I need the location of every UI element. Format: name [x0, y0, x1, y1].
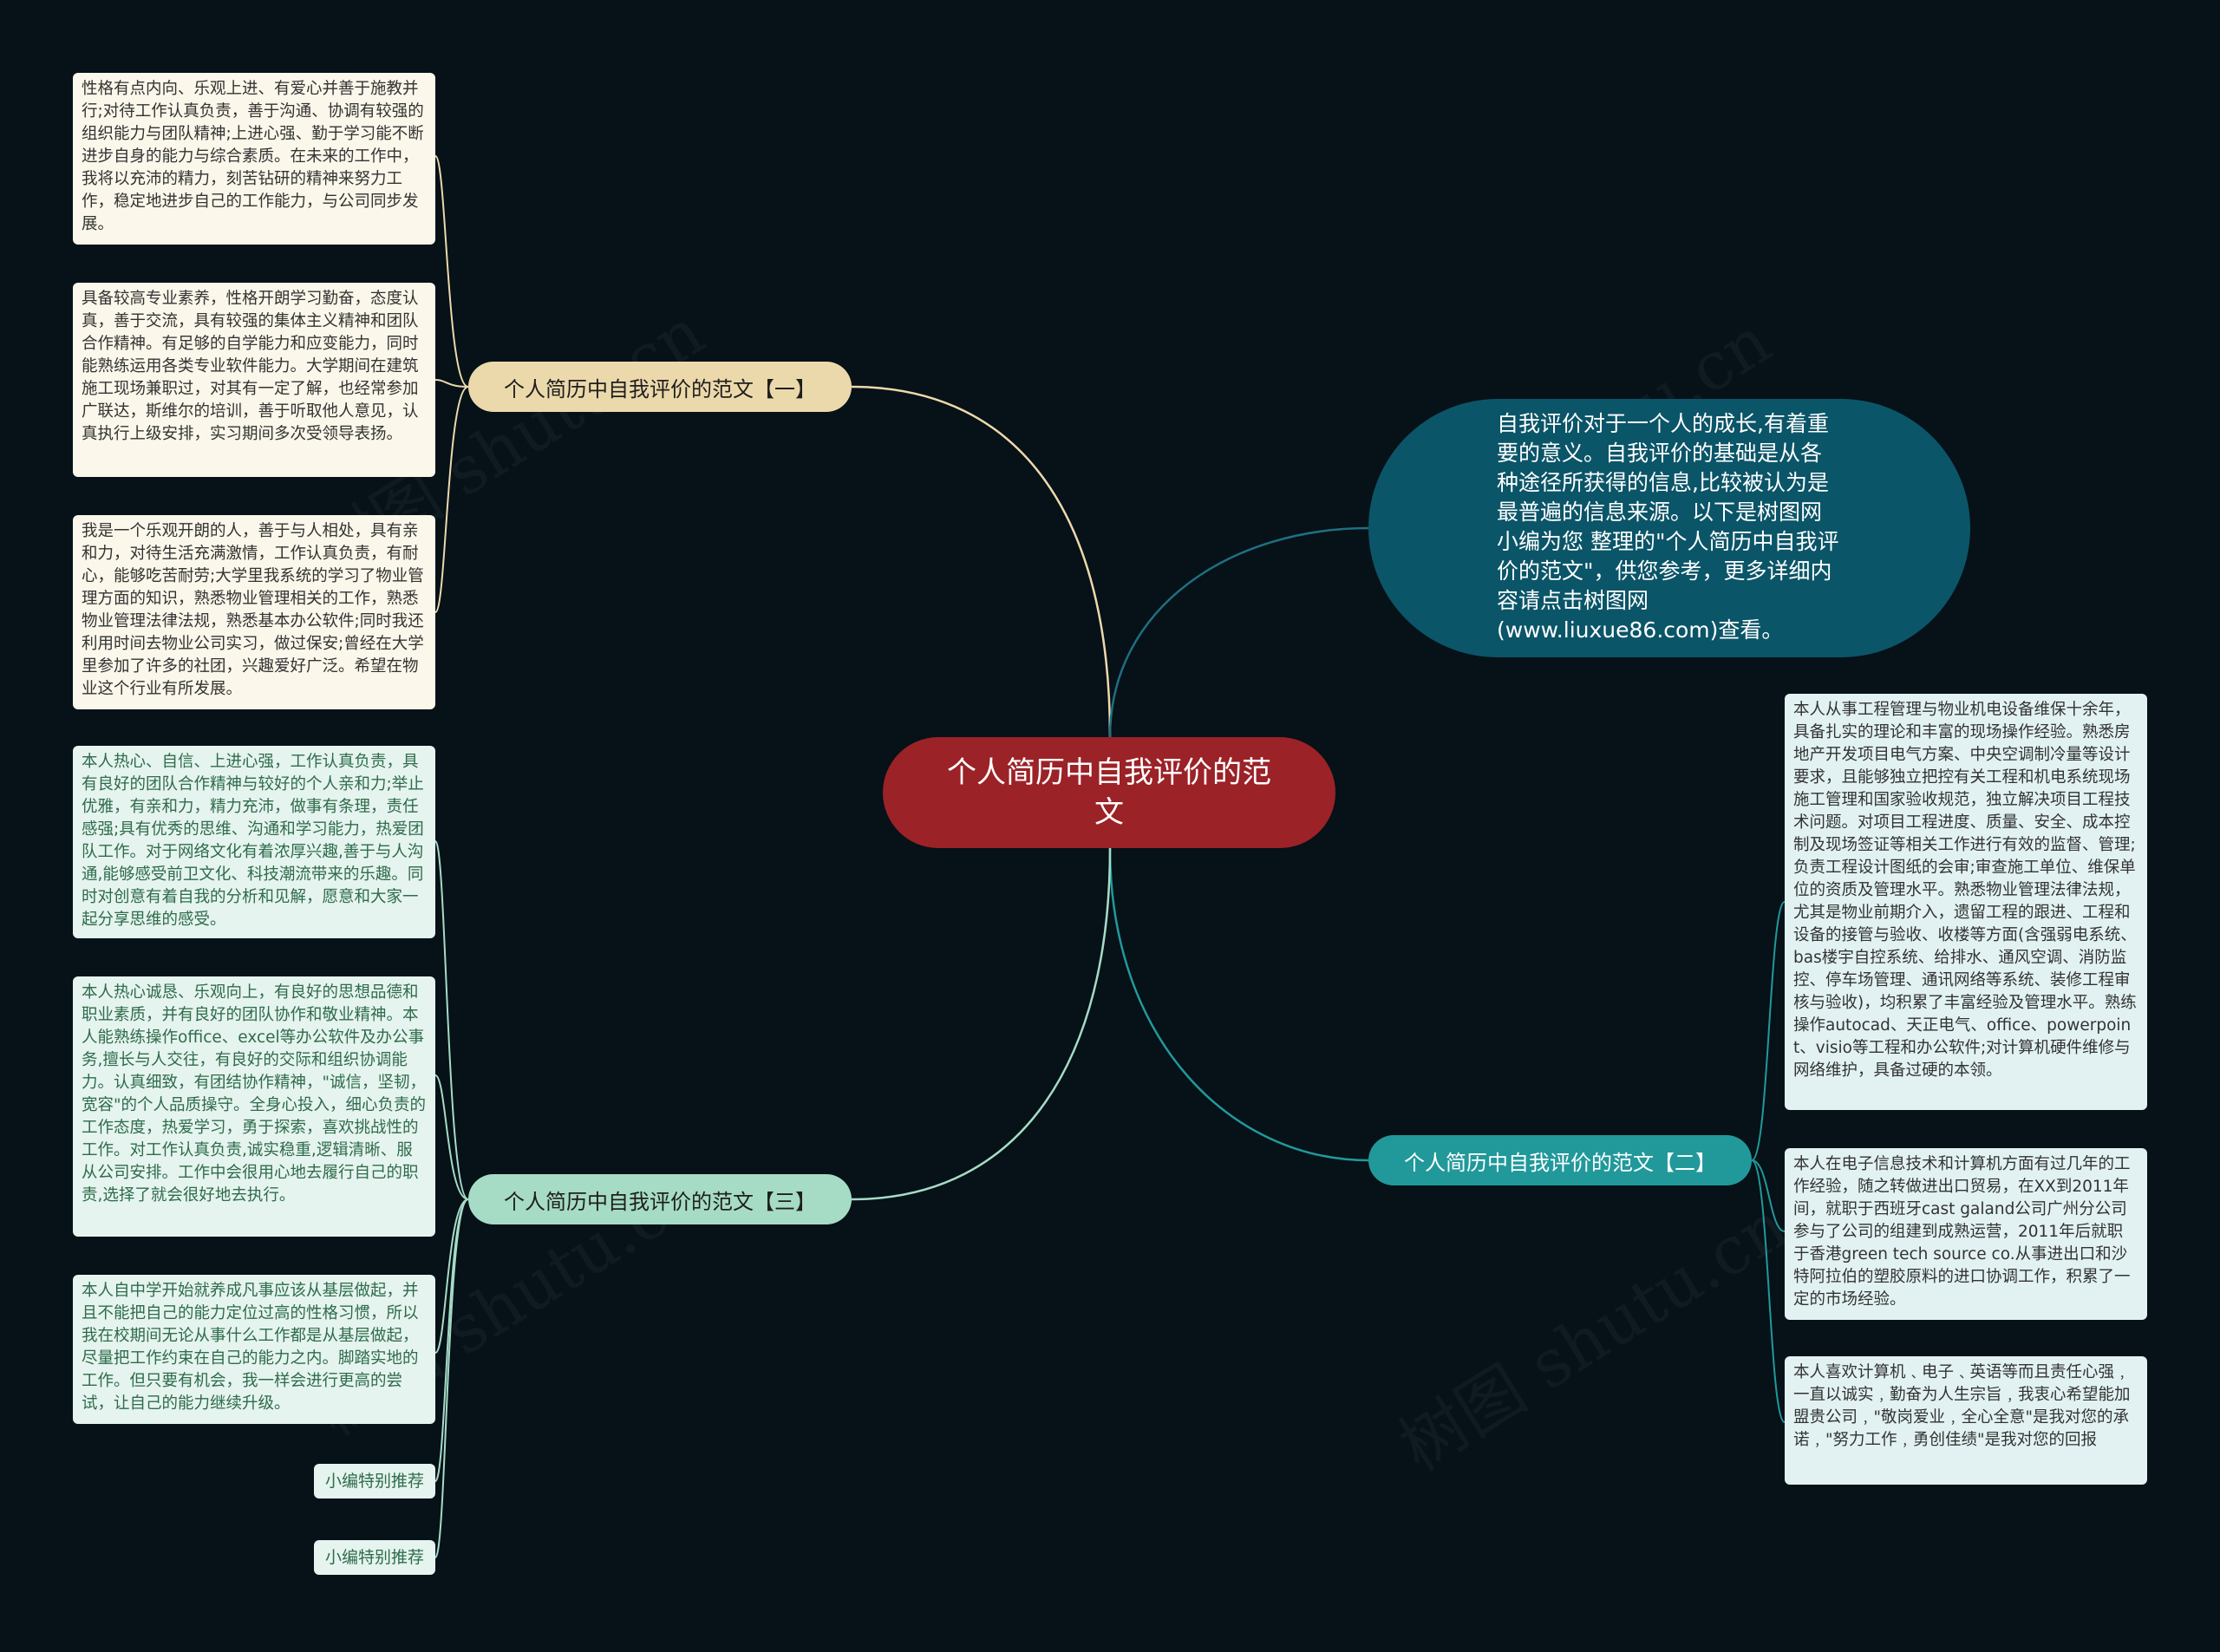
leaf-node[interactable]: 本人喜欢计算机﹑电子﹑英语等而且责任心强﹐一直以诚实﹐勤奋为人生宗旨﹐我衷心希望… [1785, 1356, 2147, 1485]
link-center-intro [1108, 526, 1369, 738]
leaf-node[interactable]: 本人在电子信息技术和计算机方面有过几年的工作经验，随之转做进出口贸易，在XX到2… [1785, 1148, 2147, 1320]
link-b3-leaf4 [434, 1198, 469, 1482]
link-b3-leaf1 [434, 840, 469, 1200]
leaf-node[interactable]: 本人从事工程管理与物业机电设备维保十余年，具备扎实的理论和丰富的现场操作经验。熟… [1785, 694, 2147, 1110]
leaf-node[interactable]: 性格有点内向、乐观上进、有爱心并善于施教并行;对待工作认真负责，善于沟通、协调有… [73, 73, 435, 245]
link-b2-leaf3 [1751, 1159, 1786, 1423]
link-center-branch1 [851, 385, 1112, 738]
link-center-branch2 [1108, 847, 1369, 1162]
leaf-node[interactable]: 本人热心诚恳、乐观向上，有良好的思想品德和职业素质，并有良好的团队协作和敬业精神… [73, 976, 435, 1237]
link-b2-leaf1 [1751, 901, 1786, 1161]
link-b1-leaf1 [434, 155, 469, 388]
link-b1-leaf2 [434, 379, 469, 388]
link-b2-leaf2 [1751, 1159, 1786, 1232]
leaf-node[interactable]: 具备较高专业素养，性格开朗学习勤奋，态度认真，善于交流，具有较强的集体主义精神和… [73, 283, 435, 477]
center-topic[interactable]: 个人简历中自我评价的范文 [883, 737, 1335, 848]
intro-node[interactable]: 自我评价对于一个人的成长,有着重要的意义。自我评价的基础是从各种途径所获得的信息… [1368, 399, 1970, 657]
branch-node-2[interactable]: 个人简历中自我评价的范文【二】 [1368, 1135, 1752, 1185]
recommend-node[interactable]: 小编特别推荐 [314, 1540, 435, 1575]
link-b3-leaf5 [434, 1198, 469, 1558]
branch-node-3[interactable]: 个人简历中自我评价的范文【三】 [468, 1174, 852, 1224]
leaf-node[interactable]: 本人热心、自信、上进心强，工作认真负责，具有良好的团队合作精神与较好的个人亲和力… [73, 746, 435, 938]
link-b3-leaf3 [434, 1198, 469, 1354]
branch-node-1[interactable]: 个人简历中自我评价的范文【一】 [468, 362, 852, 412]
leaf-node[interactable]: 本人自中学开始就养成凡事应该从基层做起，并且不能把自己的能力定位过高的性格习惯，… [73, 1275, 435, 1424]
leaf-node[interactable]: 我是一个乐观开朗的人，善于与人相处，具有亲和力，对待生活充满激情，工作认真负责，… [73, 515, 435, 709]
link-b3-leaf2 [434, 1074, 469, 1200]
link-center-branch3 [851, 847, 1112, 1201]
recommend-node[interactable]: 小编特别推荐 [314, 1464, 435, 1499]
link-b1-leaf3 [434, 386, 469, 613]
